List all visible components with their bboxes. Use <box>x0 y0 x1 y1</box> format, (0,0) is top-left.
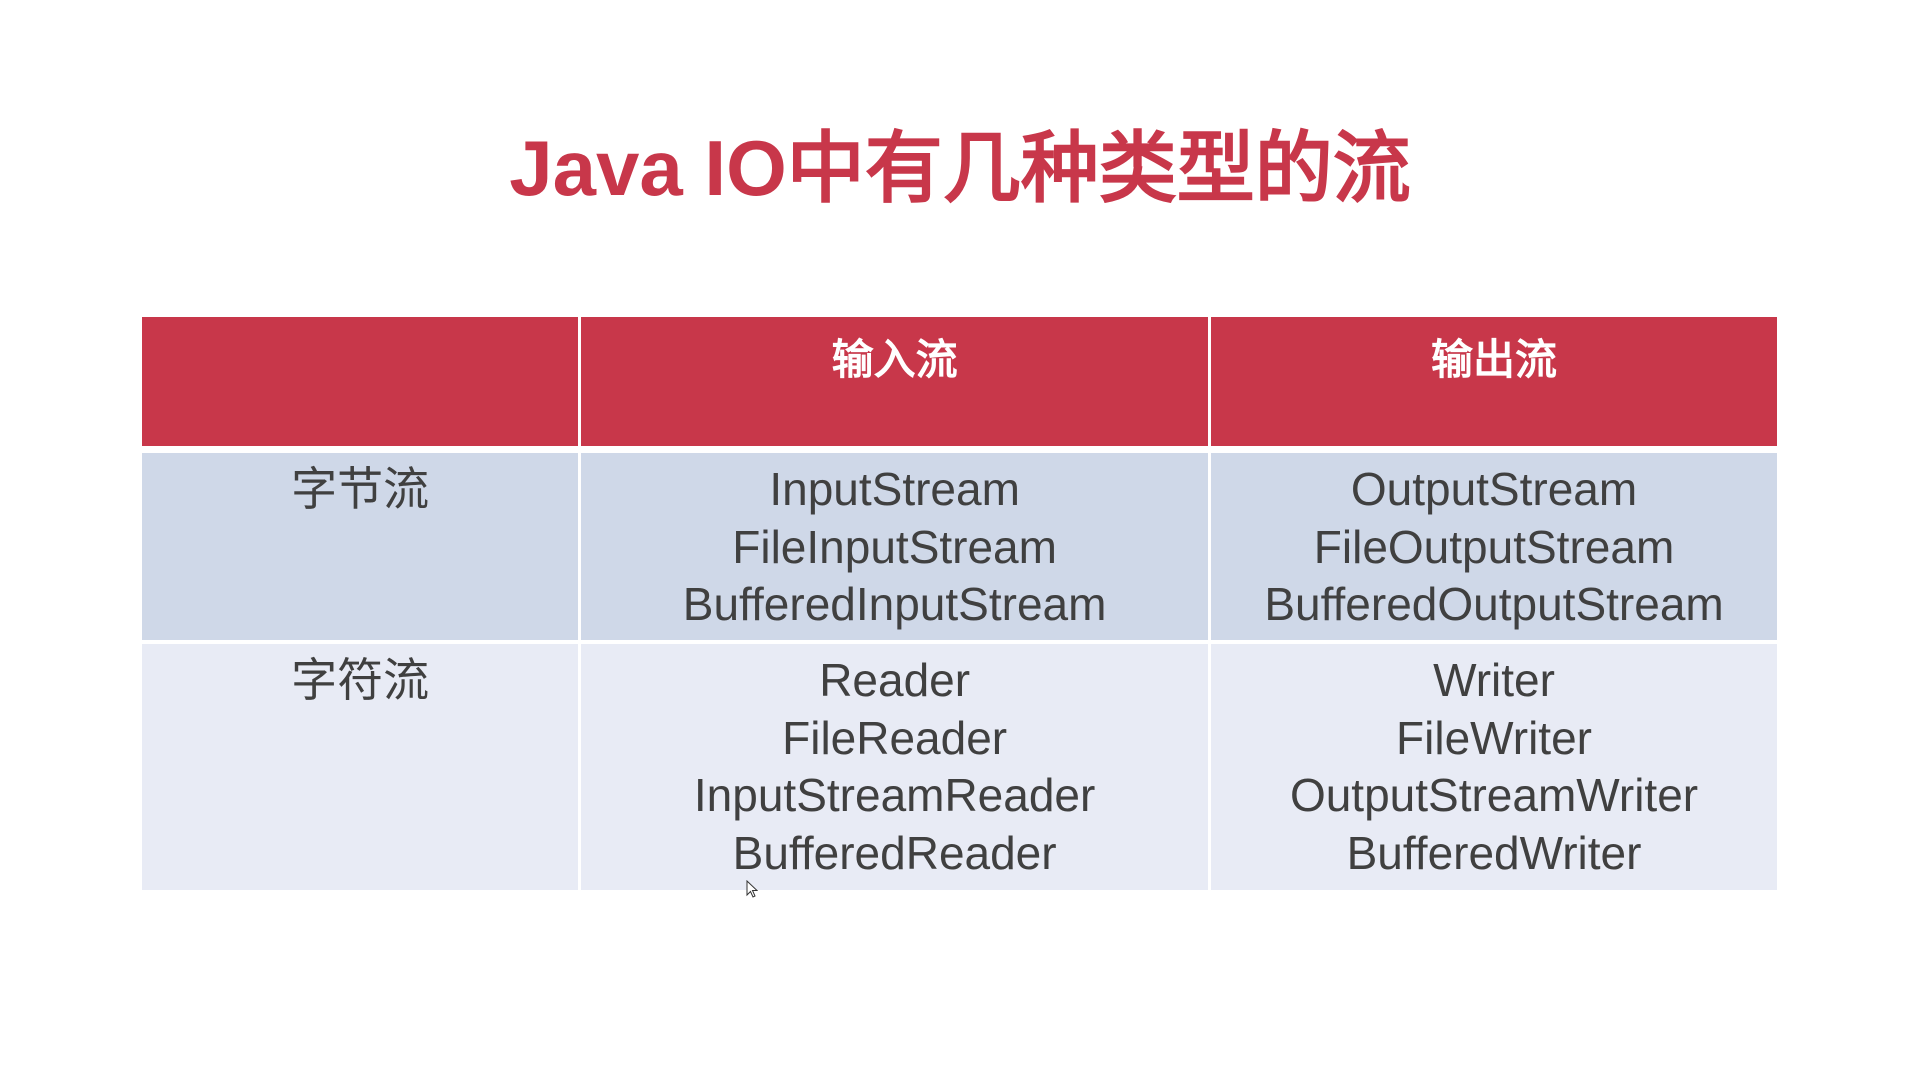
input-classes-cell: Reader FileReader InputStreamReader Buff… <box>581 644 1209 890</box>
header-cell-output: 输出流 <box>1211 317 1777 446</box>
class-name: FileWriter <box>1396 711 1592 764</box>
row-label: 字节流 <box>142 453 579 640</box>
table-row-char-stream: 字符流 Reader FileReader InputStreamReader … <box>142 644 1777 890</box>
class-name: InputStreamReader <box>693 769 1096 821</box>
output-classes-cell: Writer FileWriter OutputStreamWriter Buf… <box>1211 644 1777 890</box>
class-name: Writer <box>1433 654 1555 706</box>
class-name: BufferedInputStream <box>682 578 1107 630</box>
class-name: Reader <box>819 654 971 706</box>
input-classes-cell: InputStream FileInputStream BufferedInpu… <box>581 453 1209 640</box>
class-name: FileOutputStream <box>1313 520 1675 573</box>
table-header-row: 输入流 输出流 <box>142 317 1777 446</box>
output-classes-cell: OutputStream FileOutputStream BufferedOu… <box>1211 453 1777 640</box>
row-label: 字符流 <box>142 644 579 890</box>
class-name: BufferedOutputStream <box>1264 578 1724 630</box>
table-row-byte-stream: 字节流 InputStream FileInputStream Buffered… <box>142 453 1777 640</box>
stream-types-table: 输入流 输出流 字节流 InputStream FileInputStream … <box>142 317 1777 890</box>
class-name: BufferedWriter <box>1346 826 1642 879</box>
header-cell-empty <box>142 317 579 446</box>
slide-title: Java IO中有几种类型的流 <box>509 124 1411 212</box>
class-name: InputStream <box>769 463 1020 515</box>
class-name: OutputStreamWriter <box>1289 769 1699 821</box>
class-name: FileReader <box>782 711 1008 764</box>
class-name: BufferedReader <box>732 826 1057 879</box>
mouse-cursor-icon <box>746 880 758 898</box>
class-name: FileInputStream <box>732 520 1057 573</box>
header-cell-input: 输入流 <box>581 317 1209 446</box>
class-name: OutputStream <box>1350 463 1638 515</box>
